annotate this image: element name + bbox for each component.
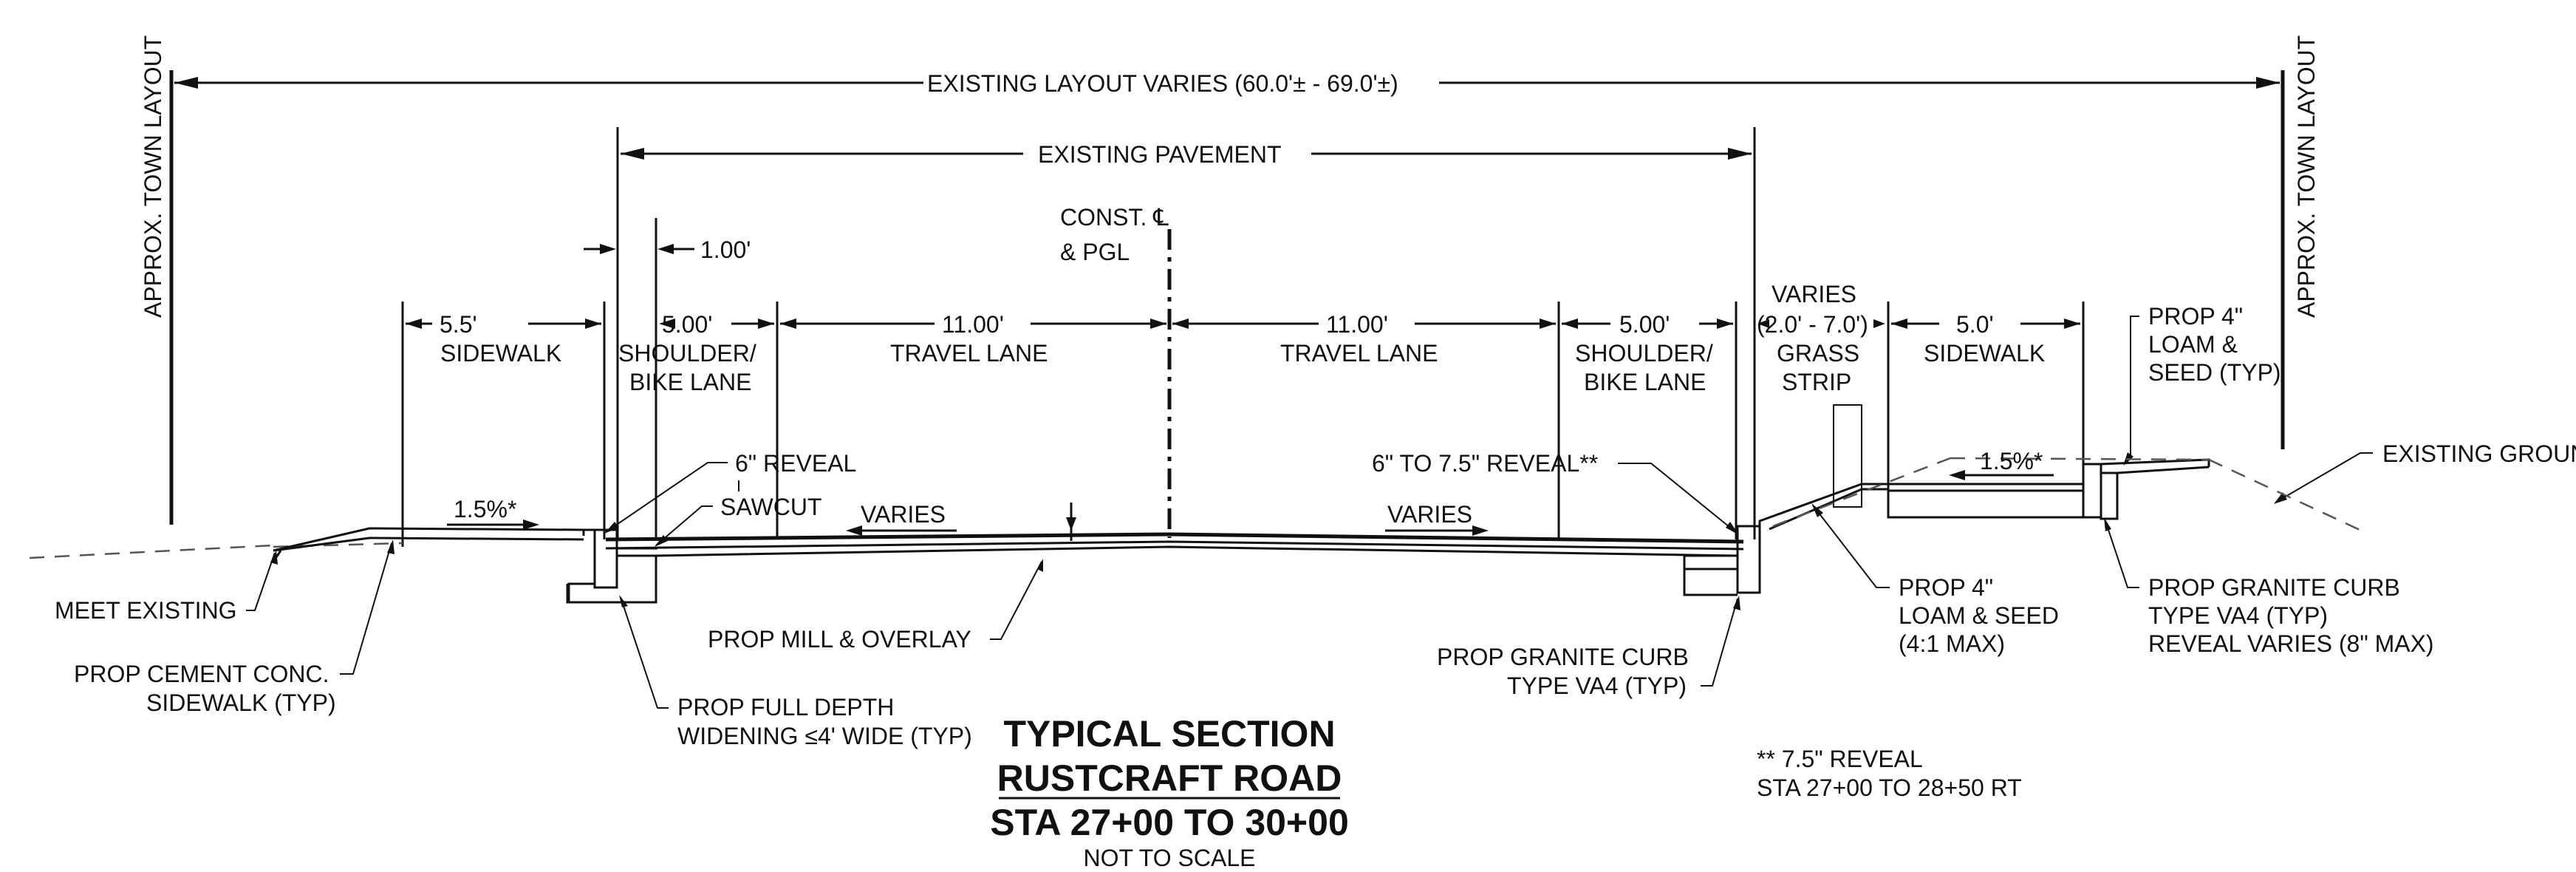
meet-existing-label: MEET EXISTING	[55, 597, 237, 624]
shoulder-left-label-2: BIKE LANE	[629, 369, 751, 395]
offset-dimension: 1.00'	[584, 218, 751, 539]
dim-shoulder-left: 5.00' SHOULDER/ BIKE LANE	[618, 311, 774, 395]
prop-loam-low-label-3: (4:1 MAX)	[1899, 630, 2005, 657]
existing-pavement-label: EXISTING PAVEMENT	[1038, 141, 1282, 168]
prop-cement-label-2: SIDEWALK (TYP)	[146, 689, 336, 716]
town-layout-label-right: APPROX. TOWN LAYOUT	[2293, 35, 2320, 318]
meet-existing-callout: MEET EXISTING	[55, 551, 278, 624]
existing-layout-dimension: EXISTING LAYOUT VARIES (60.0'± - 69.0'±)	[174, 70, 2280, 97]
prop-granite-mid-label-1: PROP GRANITE CURB	[1437, 644, 1689, 670]
lane-dimension-ticks	[401, 302, 2085, 547]
pgl-label: & PGL	[1060, 239, 1130, 265]
dim-sidewalk-left: 5.5' SIDEWALK	[406, 311, 601, 367]
prop-granite-mid-label-2: TYPE VA4 (TYP)	[1507, 672, 1687, 699]
prop-loam-low-label-1: PROP 4"	[1899, 574, 1993, 601]
dim-travel-right: 11.00' TRAVEL LANE	[1172, 311, 1556, 367]
varies-label: VARIES	[1772, 281, 1856, 307]
dim-travel-left: 11.00' TRAVEL LANE	[780, 311, 1166, 367]
varies-left: VARIES	[846, 501, 1076, 541]
sawcut-callout: SAWCUT	[655, 494, 821, 547]
title-line-2: RUSTCRAFT ROAD	[997, 757, 1342, 799]
grass-label-2: STRIP	[1782, 369, 1851, 395]
title-block: TYPICAL SECTION RUSTCRAFT ROAD STA 27+00…	[990, 713, 1349, 871]
prop-full-label-1: PROP FULL DEPTH	[677, 694, 894, 721]
varies-right: VARIES	[1385, 501, 1489, 536]
prop-full-depth-callout: PROP FULL DEPTH WIDENING ≤4' WIDE (TYP)	[619, 595, 972, 749]
prop-full-label-2: WIDENING ≤4' WIDE (TYP)	[677, 723, 972, 749]
sidewalk-left-label: SIDEWALK	[440, 340, 561, 367]
dim-sidewalk-left-label: 5.5'	[440, 311, 477, 338]
note-line-2: STA 27+00 TO 28+50 RT	[1757, 774, 2022, 801]
slope-left: 1.5%*	[447, 496, 539, 530]
prop-cement-callout: PROP CEMENT CONC. SIDEWALK (TYP)	[74, 539, 394, 716]
slope-right: 1.5%*	[1949, 448, 2054, 480]
existing-ground-label: EXISTING GROUND	[2382, 440, 2576, 467]
varies-left-label: VARIES	[861, 501, 946, 528]
existing-ground-callout: EXISTING GROUND	[2274, 440, 2576, 504]
prop-granite-right-label-3: REVEAL VARIES (8" MAX)	[2148, 630, 2434, 657]
title-line-3: STA 27+00 TO 30+00	[990, 802, 1349, 843]
dim-travel-left-label: 11.00'	[942, 311, 1004, 338]
dim-travel-right-label: 11.00'	[1326, 311, 1388, 338]
prop-loam-low-callout: PROP 4" LOAM & SEED (4:1 MAX)	[1811, 503, 2059, 657]
note-line-1: ** 7.5" REVEAL	[1757, 746, 1923, 772]
dim-sidewalk-right-label: 5.0'	[1956, 311, 1994, 338]
prop-granite-mid-callout: PROP GRANITE CURB TYPE VA4 (TYP)	[1437, 596, 1740, 699]
dim-shoulder-left-label: 5.00'	[662, 311, 712, 338]
prop-loam-low-label-2: LOAM & SEED	[1899, 602, 2059, 629]
varies-range-label: (2.0' - 7.0')	[1757, 311, 1868, 338]
shoulder-left-label-1: SHOULDER/	[618, 340, 756, 367]
road-section	[29, 404, 2368, 604]
prop-granite-right-label-2: TYPE VA4 (TYP)	[2148, 602, 2328, 629]
prop-loam-top-label-1: PROP 4"	[2148, 303, 2243, 330]
grass-label-1: GRASS	[1777, 340, 1859, 367]
prop-mill-label: PROP MILL & OVERLAY	[708, 626, 971, 653]
prop-granite-right-callout: PROP GRANITE CURB TYPE VA4 (TYP) REVEAL …	[2104, 517, 2434, 657]
dim-grass-strip: VARIES (2.0' - 7.0') GRASS STRIP	[1757, 281, 1885, 395]
prop-loam-top-label-2: LOAM &	[2148, 331, 2238, 358]
sidewalk-right-label: SIDEWALK	[1924, 340, 2045, 367]
town-layout-label-left: APPROX. TOWN LAYOUT	[140, 35, 166, 318]
dim-sidewalk-right: 5.0' SIDEWALK	[1891, 311, 2080, 367]
varies-right-label: VARIES	[1387, 501, 1472, 528]
title-line-1: TYPICAL SECTION	[1003, 713, 1335, 755]
prop-loam-top-callout: PROP 4" LOAM & SEED (TYP)	[2123, 303, 2281, 466]
dim-shoulder-right-label: 5.00'	[1619, 311, 1670, 338]
reveal-6-label: 6" REVEAL	[735, 450, 856, 477]
existing-pavement-dimension: EXISTING PAVEMENT	[621, 141, 1752, 168]
shoulder-right-label-2: BIKE LANE	[1584, 369, 1706, 395]
prop-mill-callout: PROP MILL & OVERLAY	[708, 559, 1043, 653]
shoulder-right-label-1: SHOULDER/	[1575, 340, 1713, 367]
sawcut-label: SAWCUT	[720, 494, 821, 520]
const-centerline-label: CONST. ℄	[1060, 204, 1169, 231]
travel-right-label: TRAVEL LANE	[1280, 340, 1438, 367]
slope-right-label: 1.5%*	[1980, 448, 2043, 474]
reveal-right-label: 6" TO 7.5" REVEAL**	[1372, 450, 1598, 477]
dim-shoulder-right: 5.00' SHOULDER/ BIKE LANE	[1562, 311, 1733, 395]
existing-layout-label: EXISTING LAYOUT VARIES (60.0'± - 69.0'±)	[927, 70, 1398, 97]
travel-left-label: TRAVEL LANE	[890, 340, 1048, 367]
offset-100-label: 1.00'	[700, 236, 751, 263]
prop-loam-top-label-3: SEED (TYP)	[2148, 359, 2281, 386]
prop-cement-label-1: PROP CEMENT CONC.	[74, 661, 329, 687]
prop-granite-right-label-1: PROP GRANITE CURB	[2148, 574, 2400, 601]
slope-left-label: 1.5%*	[454, 496, 516, 522]
title-line-4: NOT TO SCALE	[1084, 845, 1256, 871]
reveal-6-callout: 6" REVEAL	[604, 450, 856, 534]
reveal-right-callout: 6" TO 7.5" REVEAL**	[1372, 450, 1739, 535]
